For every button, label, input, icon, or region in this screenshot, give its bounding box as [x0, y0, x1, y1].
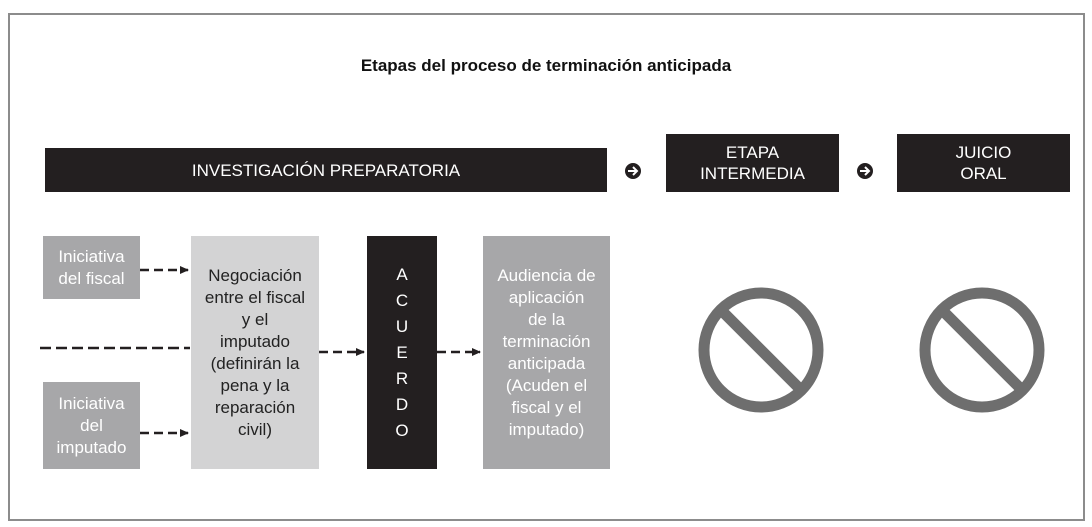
- negociacion-line4: imputado: [220, 331, 290, 351]
- no-entry-icon: [919, 287, 1045, 413]
- stage-investigacion-preparatoria: INVESTIGACIÓN PREPARATORIA: [45, 148, 607, 192]
- negociacion-line6: pena y la: [220, 375, 290, 395]
- negociacion-box: Negociación entre el fiscal y el imputad…: [191, 236, 319, 469]
- no-entry-icon: [698, 287, 824, 413]
- iniciativa-fiscal-line1: Iniciativa: [58, 246, 125, 266]
- acuerdo-letter: C: [395, 290, 409, 310]
- acuerdo-letters: A C U E R D O: [395, 265, 408, 441]
- stage-juicio-oral: JUICIO ORAL: [897, 134, 1070, 192]
- diagram-title: Etapas del proceso de terminación antici…: [360, 56, 732, 75]
- iniciativa-imputado-line3: imputado: [56, 437, 127, 457]
- acuerdo-letter: O: [395, 420, 409, 440]
- audiencia-line7: fiscal y el: [511, 397, 582, 417]
- audiencia-line8: imputado): [508, 419, 585, 439]
- stage-intermedia-line1: ETAPA: [725, 143, 780, 162]
- negociacion-line2: entre el fiscal: [204, 287, 306, 307]
- audiencia-line4: terminación: [502, 331, 591, 351]
- negociacion-line7: reparación: [214, 397, 296, 417]
- negociacion-line8: civil): [238, 419, 272, 439]
- stage-juicio-line1: JUICIO: [955, 143, 1012, 162]
- acuerdo-letter: A: [396, 264, 408, 284]
- audiencia-line6: (Acuden el: [505, 375, 588, 395]
- audiencia-box: Audiencia de aplicación de la terminació…: [483, 236, 610, 469]
- acuerdo-letter: D: [395, 394, 409, 414]
- negociacion-line3: y el: [241, 309, 269, 329]
- right-arrow-circle-icon: [857, 163, 873, 179]
- right-arrow-circle-icon: [625, 163, 641, 179]
- negociacion-line5: (definirán la: [210, 353, 300, 373]
- acuerdo-letter: R: [395, 368, 409, 388]
- acuerdo-box: A C U E R D O: [367, 236, 437, 469]
- stage-etapa-intermedia: ETAPA INTERMEDIA: [666, 134, 839, 192]
- iniciativa-imputado-line2: del: [80, 415, 103, 435]
- audiencia-line3: de la: [528, 309, 565, 329]
- stage-investigacion-label: INVESTIGACIÓN PREPARATORIA: [191, 160, 461, 180]
- acuerdo-letter: E: [396, 342, 408, 362]
- audiencia-line5: anticipada: [507, 353, 586, 373]
- negociacion-line1: Negociación: [208, 265, 302, 285]
- iniciativa-fiscal-box: Iniciativa del fiscal: [43, 236, 140, 299]
- audiencia-line1: Audiencia de: [497, 265, 596, 285]
- stage-juicio-line2: ORAL: [960, 164, 1007, 183]
- iniciativa-fiscal-line2: del fiscal: [58, 268, 125, 288]
- iniciativa-imputado-box: Iniciativa del imputado: [43, 382, 140, 469]
- acuerdo-letter: U: [395, 316, 409, 336]
- audiencia-line2: aplicación: [508, 287, 585, 307]
- iniciativa-imputado-line1: Iniciativa: [58, 393, 125, 413]
- stage-intermedia-line2: INTERMEDIA: [700, 164, 805, 183]
